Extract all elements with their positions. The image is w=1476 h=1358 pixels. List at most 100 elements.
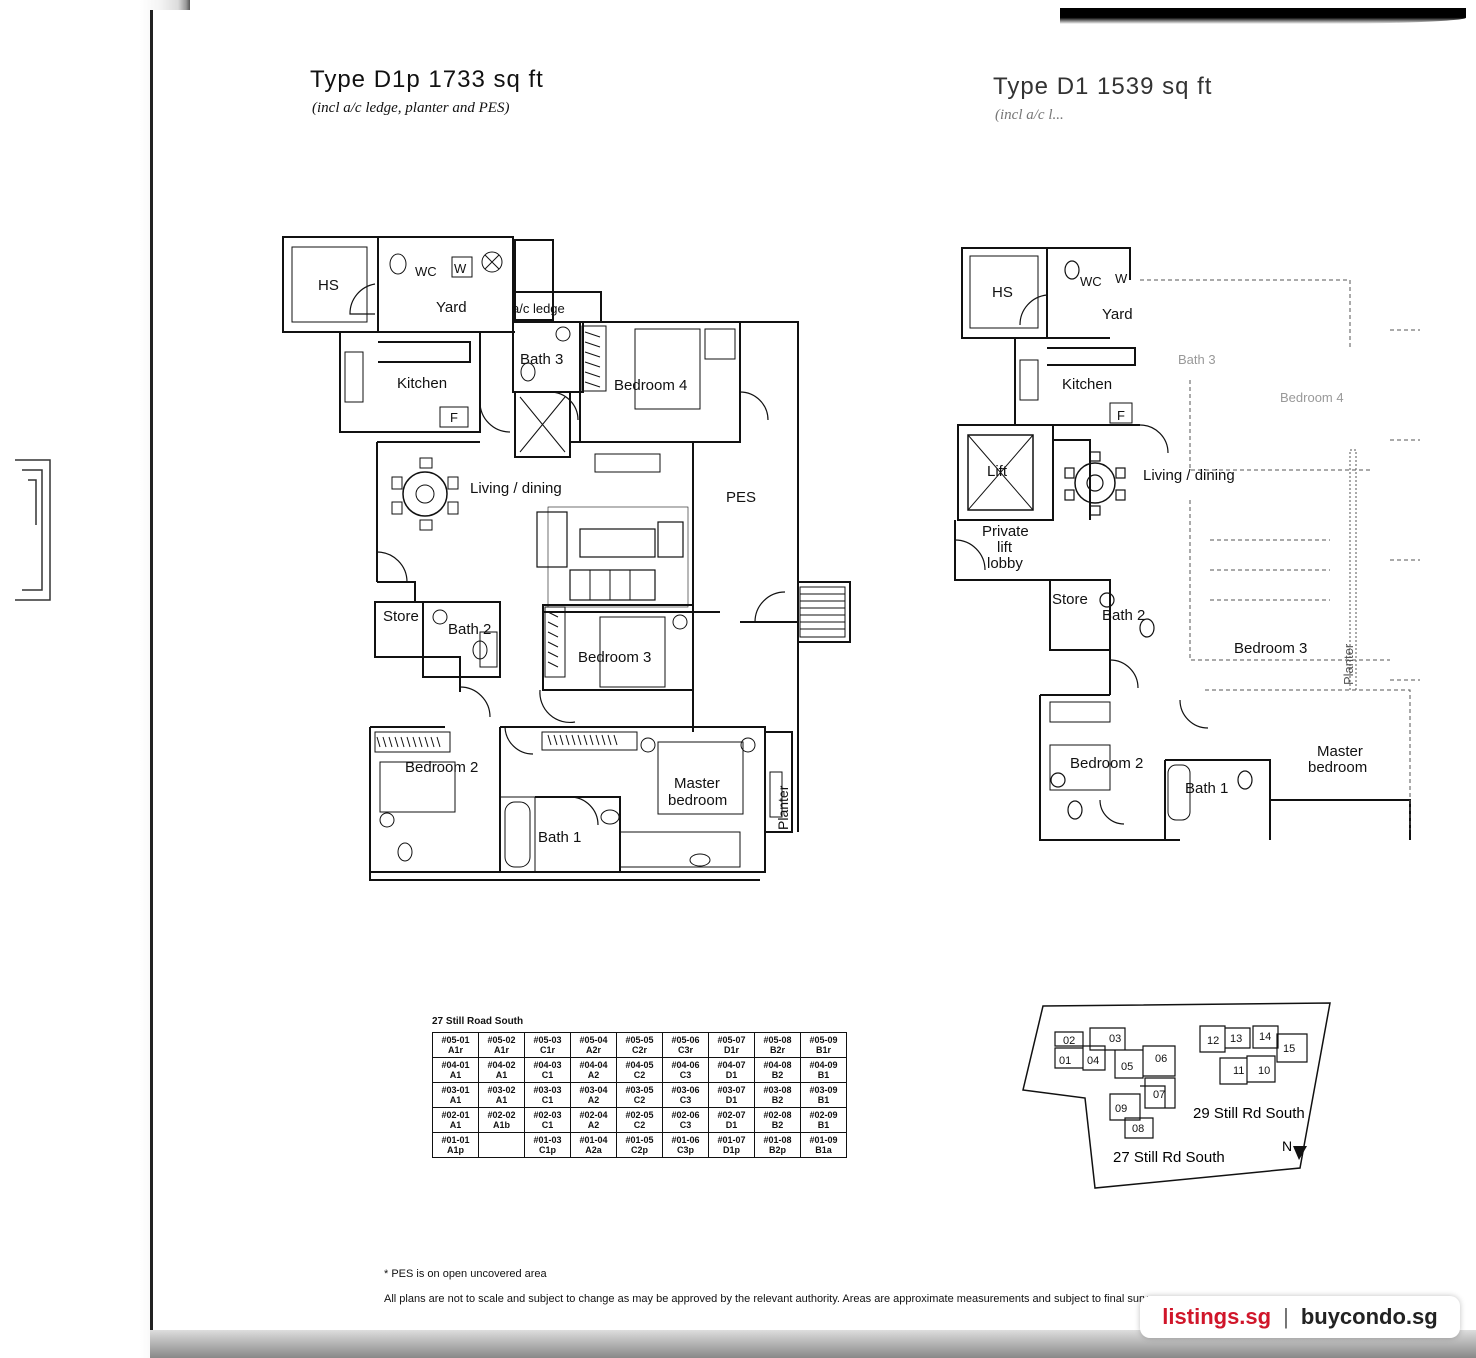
r-room-lift-word: lift xyxy=(997,539,1013,556)
unit-number: #02-09 xyxy=(809,1110,838,1120)
unit-type: C3r xyxy=(677,1045,693,1055)
site-block-label: 15 xyxy=(1283,1043,1295,1055)
unit-number: #01-01 xyxy=(441,1135,470,1145)
r-room-bedroom4: Bedroom 4 xyxy=(1280,390,1344,405)
site-block-label: 06 xyxy=(1155,1053,1167,1065)
unit-number: #04-05 xyxy=(625,1060,654,1070)
unit-type: B2 xyxy=(771,1095,784,1105)
room-bath1: Bath 1 xyxy=(538,829,581,846)
north-label: N xyxy=(1282,1138,1292,1154)
unit-type: A1 xyxy=(449,1095,462,1105)
unit-number: #04-01 xyxy=(441,1060,470,1070)
unit-number: #03-02 xyxy=(487,1085,516,1095)
unit-type: B2r xyxy=(769,1045,785,1055)
site-block-label: 07 xyxy=(1153,1089,1165,1101)
unit-type: B2p xyxy=(768,1145,786,1155)
floor-plan-d1: HS WC W Yard Kitchen F Bath 3 Bedroom 4 … xyxy=(954,247,1420,841)
unit-type: A1b xyxy=(492,1120,510,1130)
unit-type: A1 xyxy=(449,1120,462,1130)
plan-right-title: Type D1 1539 sq ft xyxy=(993,73,1213,100)
unit-number: #05-02 xyxy=(487,1035,516,1045)
r-room-lobby: lobby xyxy=(987,555,1023,572)
unit-table-title: 27 Still Road South xyxy=(432,1016,524,1027)
r-room-private: Private xyxy=(982,523,1029,540)
unit-number: #03-04 xyxy=(579,1085,608,1095)
scan-artifact xyxy=(15,459,51,601)
unit-number: #02-06 xyxy=(671,1110,700,1120)
site-block-label: 13 xyxy=(1230,1033,1242,1045)
unit-number: #02-04 xyxy=(579,1110,608,1120)
r-room-w: W xyxy=(1115,271,1128,286)
unit-number: #03-05 xyxy=(625,1085,654,1095)
site-block-label: 12 xyxy=(1207,1035,1219,1047)
unit-type: C3 xyxy=(679,1120,692,1130)
footnote-pes: * PES is on open uncovered area xyxy=(384,1268,547,1280)
unit-type: C2p xyxy=(630,1145,648,1155)
unit-number: #03-06 xyxy=(671,1085,700,1095)
room-living-dining: Living / dining xyxy=(470,480,562,497)
r-room-fridge: F xyxy=(1117,408,1125,423)
r-room-bath1: Bath 1 xyxy=(1185,780,1228,797)
watermark-badge: listings.sg | buycondo.sg xyxy=(1140,1296,1460,1338)
site-block-label: 05 xyxy=(1121,1061,1133,1073)
room-bath3: Bath 3 xyxy=(520,351,563,368)
r-room-master: Master xyxy=(1317,743,1363,760)
r-room-master-bedroom: bedroom xyxy=(1308,759,1367,776)
r-room-hs: HS xyxy=(992,284,1013,301)
unit-type: D1p xyxy=(722,1145,740,1155)
plan-left-title: Type D1p 1733 sq ft xyxy=(310,66,544,93)
r-room-bath3: Bath 3 xyxy=(1178,352,1216,367)
unit-type: A2r xyxy=(585,1045,601,1055)
room-bedroom4: Bedroom 4 xyxy=(614,377,687,394)
unit-number: #01-06 xyxy=(671,1135,700,1145)
r-room-planter: Planter xyxy=(1341,643,1356,685)
unit-type: A2a xyxy=(585,1145,602,1155)
unit-type: C1p xyxy=(538,1145,556,1155)
unit-number: #05-06 xyxy=(671,1035,700,1045)
r-room-lift: Lift xyxy=(987,463,1008,480)
unit-type: B1 xyxy=(817,1120,830,1130)
unit-number: #05-03 xyxy=(533,1035,562,1045)
unit-type: C3p xyxy=(676,1145,694,1155)
unit-number: #03-03 xyxy=(533,1085,562,1095)
room-bath2: Bath 2 xyxy=(448,621,491,638)
unit-number: #05-07 xyxy=(717,1035,746,1045)
room-wc: WC xyxy=(415,264,437,279)
watermark-buycondo: buycondo.sg xyxy=(1300,1304,1438,1329)
unit-number: #03-01 xyxy=(441,1085,470,1095)
unit-number: #04-04 xyxy=(579,1060,608,1070)
room-master-bedroom: bedroom xyxy=(668,792,727,809)
site-label-27: 27 Still Rd South xyxy=(1113,1149,1225,1166)
unit-type: A1r xyxy=(493,1045,509,1055)
unit-type: C1 xyxy=(541,1070,554,1080)
